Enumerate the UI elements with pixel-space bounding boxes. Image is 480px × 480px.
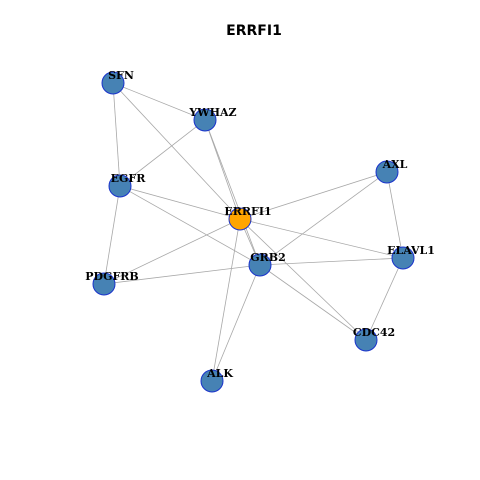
node-label-axl: AXL	[382, 158, 408, 171]
edge-errfi1-alk	[211, 218, 241, 382]
diagram-title: ERRFI1	[226, 23, 282, 39]
node-label-cdc42: CDC42	[353, 326, 395, 339]
node-alk	[200, 369, 224, 393]
nodes-layer	[92, 71, 415, 393]
edge-egfr-grb2	[119, 185, 261, 266]
node-label-grb2: GRB2	[250, 251, 286, 264]
node-egfr	[108, 174, 132, 198]
node-elavl1	[391, 246, 415, 270]
edge-errfi1-pdgfrb	[103, 218, 241, 285]
node-label-sfn: SFN	[108, 69, 134, 82]
edge-grb2-pdgfrb	[103, 264, 261, 285]
node-label-pdgfrb: PDGFRB	[85, 270, 138, 283]
node-label-egfr: EGFR	[111, 172, 147, 185]
node-errfi1	[228, 207, 252, 231]
edge-errfi1-cdc42	[239, 218, 367, 341]
edge-grb2-elavl1	[259, 257, 404, 266]
node-ywhaz	[193, 108, 217, 132]
edge-sfn-errfi1	[112, 82, 241, 220]
edge-errfi1-axl	[239, 171, 388, 220]
edge-sfn-egfr	[112, 82, 121, 187]
node-sfn	[101, 71, 125, 95]
node-label-elavl1: ELAVL1	[387, 244, 435, 257]
node-grb2	[248, 253, 272, 277]
node-cdc42	[354, 328, 378, 352]
edge-axl-elavl1	[386, 171, 404, 259]
edge-grb2-cdc42	[259, 264, 367, 341]
node-label-alk: ALK	[206, 367, 233, 380]
node-label-ywhaz: YWHAZ	[188, 106, 236, 119]
edge-ywhaz-egfr	[119, 119, 206, 187]
edge-axl-grb2	[259, 171, 388, 266]
edge-egfr-errfi1	[119, 185, 241, 220]
edge-ywhaz-grb2	[204, 119, 261, 266]
node-label-errfi1: ERRFI1	[224, 205, 271, 218]
node-pdgfrb	[92, 272, 116, 296]
node-axl	[375, 160, 399, 184]
edges-layer	[103, 82, 404, 382]
edge-grb2-alk	[211, 264, 261, 382]
edge-elavl1-cdc42	[365, 257, 404, 341]
edge-egfr-pdgfrb	[103, 185, 121, 285]
edge-sfn-ywhaz	[112, 82, 206, 121]
edge-errfi1-elavl1	[239, 218, 404, 259]
